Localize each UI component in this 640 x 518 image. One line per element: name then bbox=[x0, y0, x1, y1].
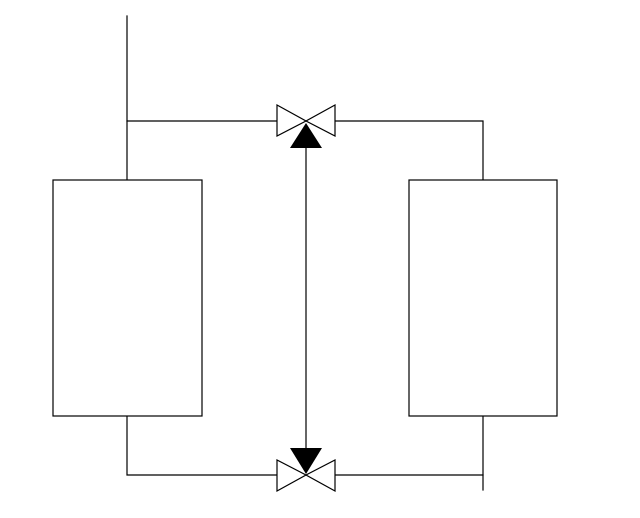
bottom-valve-right-wing bbox=[304, 459, 336, 493]
top-right-pipe bbox=[334, 120, 484, 181]
arrow-head-down bbox=[290, 448, 322, 474]
top-left-pipe bbox=[126, 15, 278, 122]
top-valve-icon bbox=[276, 103, 336, 137]
arrow-head-up bbox=[290, 123, 322, 148]
top-valve-left-wing bbox=[276, 103, 308, 137]
bottom-valve-icon bbox=[276, 459, 336, 493]
double-headed-arrow-icon bbox=[290, 123, 322, 474]
top-valve-right-wing bbox=[304, 103, 336, 137]
right-vessel bbox=[408, 179, 558, 417]
bottom-left-pipe bbox=[126, 415, 278, 476]
bottom-valve-left-wing bbox=[276, 459, 308, 493]
left-vessel bbox=[52, 179, 203, 417]
